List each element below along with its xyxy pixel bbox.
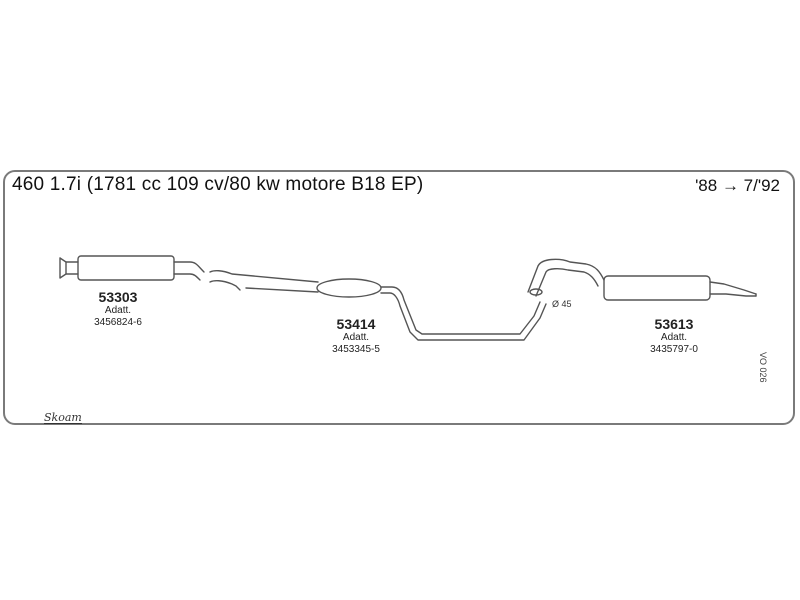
part-ref: 3435797-0: [650, 344, 698, 355]
part-ref: 3456824-6: [94, 317, 142, 328]
part-ref: 3453345-5: [332, 344, 380, 355]
diagram-frame: [3, 170, 795, 425]
diagram-title: 460 1.7i (1781 cc 109 cv/80 kw motore B1…: [12, 174, 424, 195]
model-years: '88 → 7/'92: [695, 176, 780, 195]
part-label-53303: 53303 Adatt. 3456824-6: [78, 289, 158, 329]
diagram-code: VO 026: [758, 352, 768, 383]
part-number: 53613: [654, 316, 694, 332]
part-number: 53303: [98, 289, 138, 305]
part-label-53613: 53613 Adatt. 3435797-0: [634, 316, 714, 356]
part-number: 53414: [336, 316, 376, 332]
part-53303-drawing: [59, 255, 205, 281]
part-53414-drawing: [209, 269, 547, 341]
part-53613-drawing: [527, 258, 757, 301]
part-note: Adatt.: [660, 332, 688, 343]
diameter-label: Ø 45: [552, 299, 572, 309]
part-label-53414: 53414 Adatt. 3453345-5: [316, 316, 396, 356]
part-note: Adatt.: [342, 332, 370, 343]
part-note: Adatt.: [104, 305, 132, 316]
brand-logo: Skoam: [44, 411, 82, 424]
